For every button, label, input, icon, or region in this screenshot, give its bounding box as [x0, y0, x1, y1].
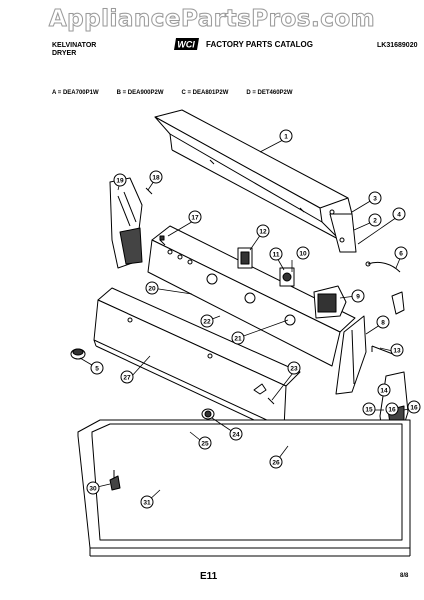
callout-7: 9: [351, 289, 365, 303]
callout-label: 2: [373, 217, 377, 224]
console-end-bracket: [329, 209, 357, 253]
callout-28: 31: [140, 495, 154, 509]
callout-17: 19: [113, 173, 127, 187]
logo-text: WCI: [177, 40, 195, 50]
model-c: C = DEA801P2W: [181, 90, 229, 96]
callout-label: 16: [388, 406, 396, 413]
timer-switch: [237, 247, 253, 269]
callout-label: 25: [201, 440, 209, 447]
callout-label: 21: [234, 335, 242, 342]
callout-label: 27: [123, 374, 131, 381]
callout-label: 3: [373, 195, 377, 202]
small-clip: [391, 291, 405, 315]
left-end-cap: [109, 177, 143, 269]
page-code: E11: [200, 571, 218, 582]
callout-15: 17: [188, 210, 202, 224]
callout-24: 26: [269, 455, 283, 469]
callout-4: 4: [392, 207, 406, 221]
model-d: D = DET460P2W: [246, 90, 293, 96]
wci-logo: WCI: [174, 38, 199, 50]
callout-10: 12: [256, 224, 270, 238]
panel-clip: [159, 235, 165, 241]
callout-label: 1: [284, 133, 288, 140]
callout-label: 9: [356, 293, 360, 300]
callout-label: 6: [399, 250, 403, 257]
callout-label: 17: [191, 214, 199, 221]
cabinet-screw: [109, 470, 121, 491]
callout-22: 24: [229, 427, 243, 441]
callout-label: 16: [410, 404, 418, 411]
callout-23: 25: [198, 436, 212, 450]
timer-block: [313, 285, 347, 319]
right-side-panel: [335, 315, 367, 395]
end-cap-screw: [145, 187, 153, 195]
push-button: [201, 408, 215, 420]
callout-label: 14: [380, 387, 388, 394]
callout-9: 11: [269, 247, 283, 261]
callout-label: 20: [148, 285, 156, 292]
callout-1: 1: [279, 129, 293, 143]
callout-label: 8: [381, 319, 385, 326]
callout-21: 23: [287, 361, 301, 375]
callout-25: 5: [90, 361, 104, 375]
cabinet-top: [77, 419, 411, 557]
model-legend: A = DEA700P1W B = DEA900P2W C = DEA801P2…: [52, 90, 293, 96]
callout-8: 10: [296, 246, 310, 260]
catalog-number: LK31689020: [377, 42, 418, 49]
panel-screw: [267, 397, 275, 405]
brand-name: KELVINATOR: [52, 42, 97, 49]
callout-16: 18: [149, 170, 163, 184]
callout-27: 30: [86, 481, 100, 495]
callout-12: 14: [377, 383, 391, 397]
callout-18: 20: [145, 281, 159, 295]
catalog-title: FACTORY PARTS CATALOG: [206, 39, 313, 49]
callout-14: 16: [407, 400, 421, 414]
console-top-cover: [154, 109, 353, 241]
callout-label: 23: [290, 365, 298, 372]
callout-label: 18: [152, 174, 160, 181]
corner-code: 8/8: [400, 573, 409, 579]
model-a: A = DEA700P1W: [52, 90, 99, 96]
callout-26: 27: [120, 370, 134, 384]
callout-label: 11: [273, 251, 280, 258]
control-knob: [70, 348, 86, 360]
callout-11: 13: [390, 343, 404, 357]
appliance-type: DRYER: [52, 50, 77, 57]
watermark: AppliancePartsPros.com: [48, 6, 376, 33]
catalog-header: WCI FACTORY PARTS CATALOG: [174, 37, 313, 51]
callout-label: 30: [89, 485, 97, 492]
callout-label: 26: [272, 459, 280, 466]
callout-19: 21: [231, 331, 245, 345]
callout-6: 8: [376, 315, 390, 329]
callout-label: 19: [116, 177, 124, 184]
callout-label: 15: [365, 406, 373, 413]
wire-harness: [365, 261, 401, 273]
callout-label: 13: [393, 347, 401, 354]
model-b: B = DEA900P2W: [116, 90, 164, 96]
control-panel: [147, 225, 356, 367]
callout-label: 24: [232, 431, 240, 438]
callout-label: 4: [397, 211, 401, 218]
callout-20: 22: [200, 314, 214, 328]
callout-label: 22: [203, 318, 211, 325]
callout-label: 31: [143, 499, 151, 506]
callout-13: 15: [362, 402, 376, 416]
callout-5: 6: [394, 246, 408, 260]
callout-29: 16: [385, 402, 399, 416]
callout-3: 3: [368, 191, 382, 205]
callout-label: 10: [299, 250, 307, 257]
callout-label: 12: [259, 228, 267, 235]
callout-label: 5: [95, 365, 99, 372]
callout-2: 2: [368, 213, 382, 227]
brand-block: KELVINATOR DRYER: [52, 42, 96, 58]
selector-switch: [279, 267, 295, 287]
